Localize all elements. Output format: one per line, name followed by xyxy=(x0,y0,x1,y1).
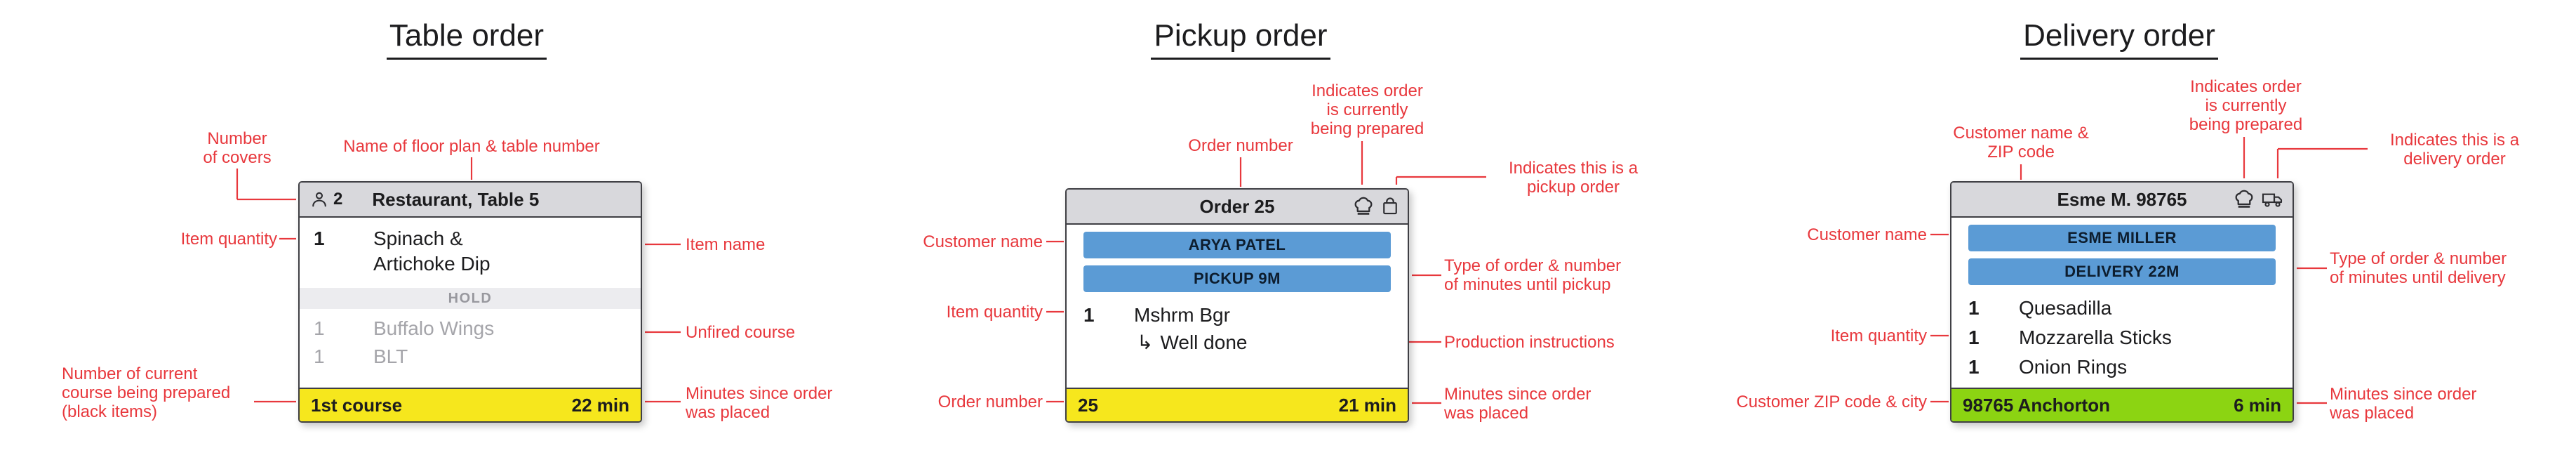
item-name: Buffalo Wings xyxy=(373,317,495,339)
order-number-label: Order 25 xyxy=(1199,195,1275,217)
table-card-header: 2 Restaurant, Table 5 xyxy=(300,183,641,218)
annotation-type-and-minutes: Type of order & number of minutes until … xyxy=(1444,256,1622,294)
annotation-delivery-order-type: Indicates this is a delivery order xyxy=(2389,131,2520,169)
table-order-card[interactable]: 2 Restaurant, Table 5 1 Spinach & Artich… xyxy=(298,181,642,423)
annotation-customer-name-zip: Customer name & ZIP code xyxy=(1953,124,2089,161)
annotation-being-prepared: Indicates order is currently being prepa… xyxy=(2189,77,2303,134)
chef-hat-icon xyxy=(1354,197,1373,215)
customer-zip-label: Esme M. 98765 xyxy=(2057,188,2187,210)
item-name: Spinach & Artichoke Dip xyxy=(373,228,490,275)
production-instruction-row: ↳ Well done xyxy=(1067,330,1408,355)
annotation-item-quantity: Item quantity xyxy=(180,230,277,249)
annotation-order-number-top: Order number xyxy=(1188,136,1293,155)
item-quantity: 1 xyxy=(314,345,325,367)
chef-hat-icon xyxy=(2235,190,2253,208)
annotation-minutes-since-placed: Minutes since order was placed xyxy=(686,384,833,422)
annotation-being-prepared: Indicates order is currently being prepa… xyxy=(1310,81,1424,138)
order-timer: 22 min xyxy=(571,394,629,416)
annotation-zip-code-city: Customer ZIP code & city xyxy=(1736,393,1927,411)
instruction-arrow-icon: ↳ xyxy=(1137,331,1154,353)
order-items: 1 Quesadilla 1 Mozzarella Sticks 1 Onion… xyxy=(1951,294,2293,382)
order-number: 25 xyxy=(1078,394,1098,416)
truck-icon xyxy=(2262,193,2283,207)
delivery-card-header: Esme M. 98765 xyxy=(1951,183,2293,218)
customer-name-pill: ESME MILLER xyxy=(1968,225,2276,251)
annotation-type-and-minutes: Type of order & number of minutes until … xyxy=(2330,249,2507,287)
header-status-icons xyxy=(2233,188,2285,211)
held-item-row: 1 Buffalo Wings xyxy=(300,315,641,343)
covers-count: 2 xyxy=(333,190,343,209)
annotation-minutes-since-placed: Minutes since order was placed xyxy=(1444,385,1591,423)
covers-group: 2 xyxy=(309,190,342,209)
order-timer: 6 min xyxy=(2234,394,2281,416)
item-quantity: 1 xyxy=(314,317,325,339)
item-name: Mshrm Bgr xyxy=(1134,304,1230,326)
pickup-card-footer: 25 21 min xyxy=(1067,388,1408,421)
annotation-floorplan-table-number: Name of floor plan & table number xyxy=(343,137,600,156)
header-status-icons xyxy=(1352,195,1401,218)
annotation-minutes-since-placed: Minutes since order was placed xyxy=(2330,385,2477,423)
item-name: Quesadilla xyxy=(2019,297,2112,319)
order-item-row: 1 Quesadilla xyxy=(1951,294,2293,323)
annotation-number-of-covers: Number of covers xyxy=(203,129,272,167)
annotation-pickup-order-type: Indicates this is a pickup order xyxy=(1508,159,1639,197)
delivery-order-card[interactable]: Esme M. 98765 ESME MILLER DELIVERY 22M 1… xyxy=(1950,181,2294,423)
annotation-item-name: Item name xyxy=(686,235,766,254)
item-name: Mozzarella Sticks xyxy=(2019,327,2172,348)
table-name-label: Restaurant, Table 5 xyxy=(372,188,540,210)
annotation-item-quantity: Item quantity xyxy=(1830,327,1927,345)
item-quantity: 1 xyxy=(314,228,325,249)
order-type-pill: PICKUP 9M xyxy=(1083,265,1391,292)
annotation-order-number-bottom: Order number xyxy=(937,393,1043,411)
item-name: BLT xyxy=(373,345,408,367)
order-timer: 21 min xyxy=(1338,394,1396,416)
order-item-row: 1 Spinach & Artichoke Dip xyxy=(300,226,641,277)
order-item-row: 1 Onion Rings xyxy=(1951,352,2293,382)
delivery-card-footer: 98765 Anchorton 6 min xyxy=(1951,388,2293,421)
order-type-pill: DELIVERY 22M xyxy=(1968,258,2276,285)
annotation-customer-name: Customer name xyxy=(923,232,1043,251)
pickup-order-title: Pickup order xyxy=(1065,18,1416,60)
hold-divider: HOLD xyxy=(300,288,641,309)
item-quantity: 1 xyxy=(1968,297,1980,319)
delivery-order-title: Delivery order xyxy=(1944,18,2295,60)
item-name: Onion Rings xyxy=(2019,356,2128,378)
item-quantity: 1 xyxy=(1968,327,1980,348)
zip-city: 98765 Anchorton xyxy=(1963,394,2110,416)
instruction-text: Well done xyxy=(1160,331,1248,353)
annotation-unfired-course: Unfired course xyxy=(686,323,796,342)
held-item-row: 1 BLT xyxy=(300,343,641,371)
bag-icon xyxy=(1383,197,1397,215)
pickup-card-header: Order 25 xyxy=(1067,190,1408,225)
person-icon xyxy=(312,192,326,207)
table-card-footer: 1st course 22 min xyxy=(300,388,641,421)
annotation-customer-name: Customer name xyxy=(1807,225,1927,244)
item-quantity: 1 xyxy=(1083,304,1095,326)
customer-name-pill: ARYA PATEL xyxy=(1083,232,1391,258)
order-item-row: 1 Mshrm Bgr xyxy=(1067,302,1408,329)
item-quantity: 1 xyxy=(1968,356,1980,378)
annotation-production-instructions: Production instructions xyxy=(1444,333,1615,352)
annotation-current-course: Number of current course being prepared … xyxy=(62,364,231,421)
table-order-title: Table order xyxy=(291,18,642,60)
pickup-order-card[interactable]: Order 25 ARYA PATEL PICKUP 9M 1 Mshrm Bg… xyxy=(1065,188,1409,423)
current-course-label: 1st course xyxy=(311,394,403,416)
order-item-row: 1 Mozzarella Sticks xyxy=(1951,323,2293,352)
annotation-item-quantity: Item quantity xyxy=(946,303,1043,322)
